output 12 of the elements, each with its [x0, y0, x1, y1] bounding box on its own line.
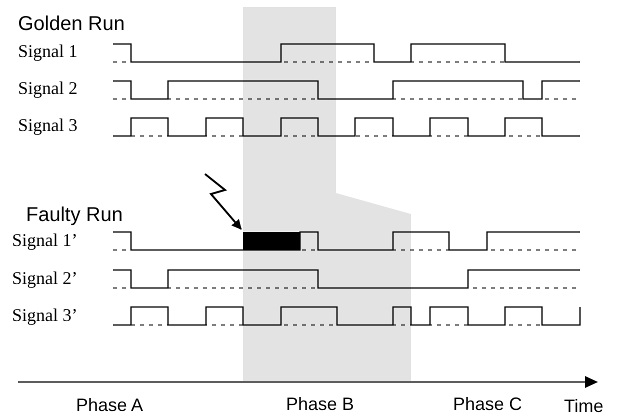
signal-name: Signal 1 [18, 42, 78, 60]
section-title: Golden Run [18, 14, 125, 34]
signal-name: Signal 2 [18, 79, 78, 97]
phase-label: Phase C [453, 395, 522, 413]
phase-label: Phase A [76, 396, 144, 414]
signal-name: Signal 3’ [12, 306, 78, 324]
signal-name: Signal 3 [18, 116, 78, 134]
axis-label: Time [564, 397, 604, 415]
phase-label: Phase B [286, 395, 354, 413]
signal-name: Signal 2’ [12, 269, 78, 287]
section-title: Faulty Run [26, 205, 123, 225]
signal-name: Signal 1’ [12, 231, 78, 249]
